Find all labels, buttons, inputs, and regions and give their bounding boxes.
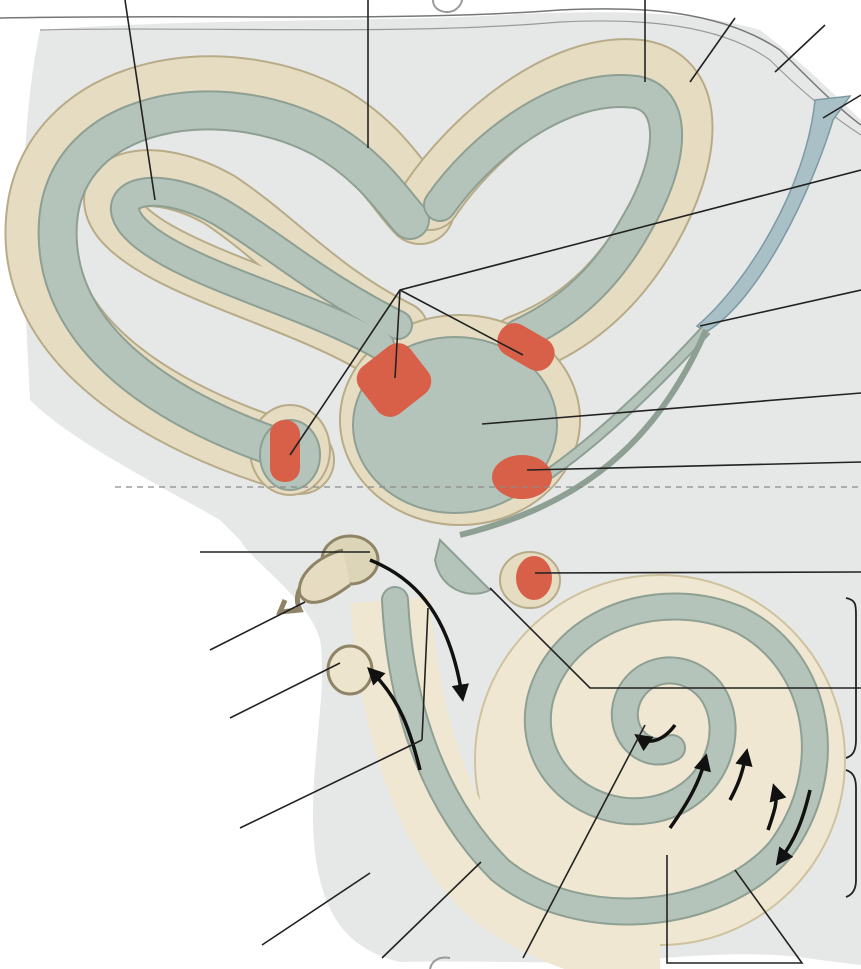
top-mark <box>433 0 462 12</box>
